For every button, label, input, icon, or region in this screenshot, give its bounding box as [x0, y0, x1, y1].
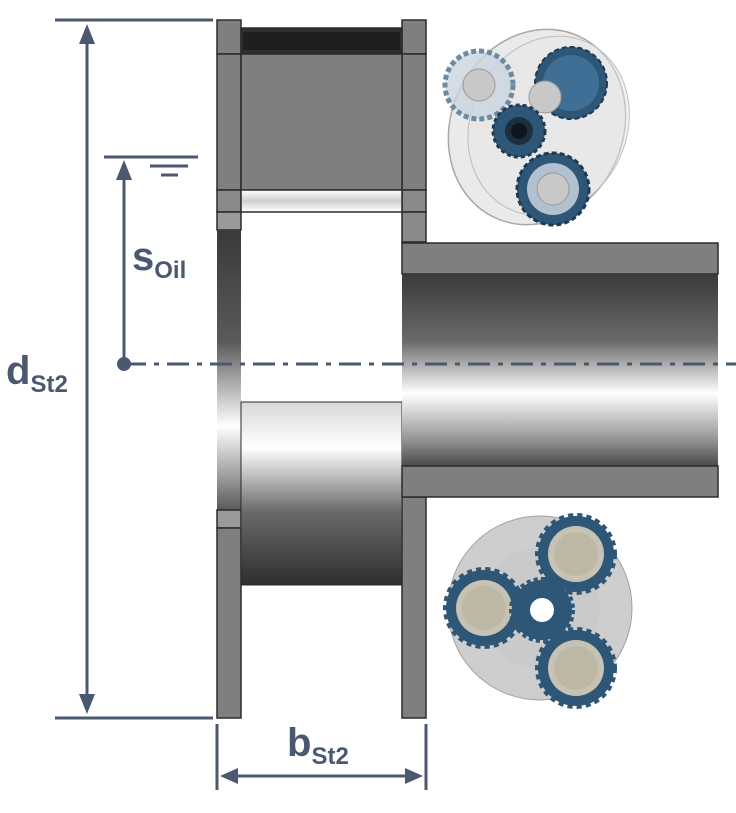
planet-pin-block [240, 27, 403, 213]
b-st2-label: bSt2 [287, 721, 349, 770]
d-st2-label: dSt2 [6, 349, 68, 398]
s-sub: Oil [154, 257, 186, 284]
oil-level-symbol [150, 164, 188, 177]
output-shaft [401, 242, 719, 498]
hub-drum [240, 401, 403, 586]
right-plate [401, 19, 427, 719]
b-sub: St2 [311, 743, 348, 770]
b-main: b [287, 721, 311, 765]
s-main: s [132, 235, 154, 279]
d-sub: St2 [30, 371, 67, 398]
dimension-b-st2 [215, 724, 428, 790]
planetary-gear-front-icon [443, 513, 633, 709]
left-plate [216, 19, 242, 719]
planetary-gear-3d-icon [442, 28, 630, 227]
dimension-d-st2 [55, 18, 213, 720]
d-label-bg [4, 352, 70, 400]
dimension-s-oil [104, 155, 198, 371]
d-main: d [6, 349, 30, 393]
s-oil-label: sOil [132, 235, 186, 284]
